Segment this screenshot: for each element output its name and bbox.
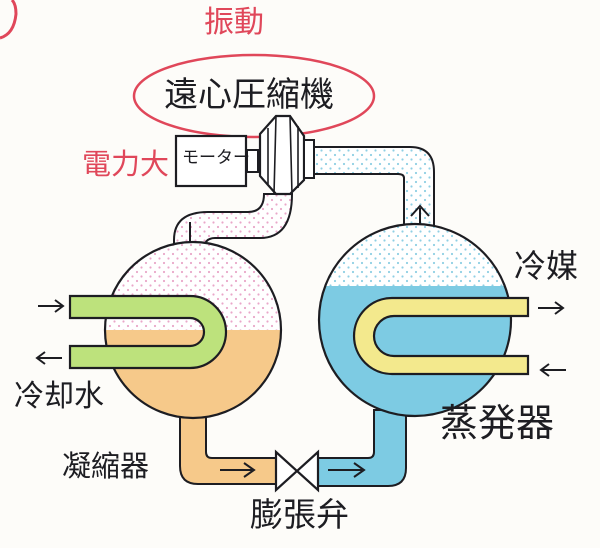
high-power-label: 電力大 [82,147,170,181]
motor-label: モーター [182,148,250,168]
condenser-label: 凝縮器 [62,449,150,483]
expansion-valve-label: 膨張弁 [250,495,349,534]
condenser-vessel [103,240,283,420]
evaporator-vessel [317,222,513,418]
vibration-label: 振動 [204,5,264,40]
compressor-oval [132,53,376,139]
corner-mark [0,0,18,40]
compressor-impeller [246,114,315,196]
evaporator-label: 蒸発器 [440,401,555,445]
cooling-water-label: 冷却水 [14,379,104,414]
compressor-label: 遠心圧縮機 [164,75,334,115]
refrigerant-label: 冷媒 [514,247,579,285]
evaporator-inlet-pipe [317,409,407,487]
cooling-water-tube [35,294,228,370]
refrigerant-tube [352,296,566,377]
liquid-pipe [179,407,277,485]
expansion-valve [274,449,320,493]
motor-box [174,134,248,188]
